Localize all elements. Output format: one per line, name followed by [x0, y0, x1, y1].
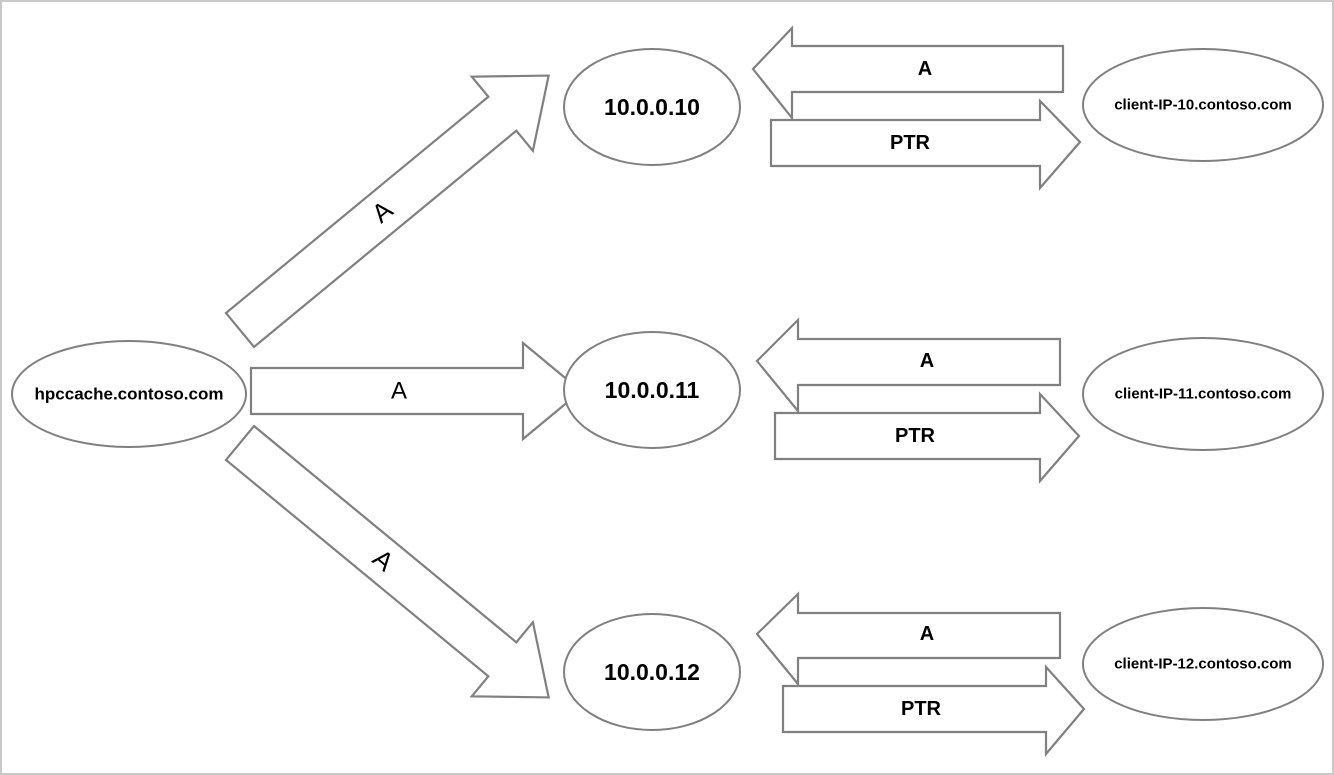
connector-ip-to-client-5[interactable]: PTR: [781, 664, 1086, 758]
client-ellipse-2: [1082, 607, 1324, 721]
node-client-0[interactable]: client-IP-10.contoso.com: [1082, 48, 1324, 162]
connector-source-to-ip-1[interactable]: A: [249, 340, 583, 442]
client-label-1: client-IP-11.contoso.com: [1115, 386, 1292, 403]
connector-ip-to-client-1[interactable]: PTR: [769, 98, 1082, 191]
arrow-shape-right-ptr-0: [769, 98, 1082, 191]
ip-label-1: 10.0.0.11: [605, 377, 700, 403]
arrow-shape-left-a-2: [755, 591, 1062, 688]
connector-label-source-to-ip-1: A: [391, 378, 407, 405]
arrow-shape-left-a-1: [755, 317, 1062, 415]
connector-label-a-0: A: [918, 58, 932, 80]
connector-label-ptr-2: PTR: [901, 698, 942, 720]
source-ellipse: [11, 340, 247, 448]
connector-ip-to-client-3[interactable]: PTR: [773, 391, 1081, 484]
arrow-shape-right-ptr-2: [781, 664, 1086, 758]
arrow-shape-up-right: [224, 74, 551, 349]
node-ip-0[interactable]: 10.0.0.10: [563, 48, 741, 166]
ip-ellipse-1: [563, 331, 741, 449]
arrow-shape-right: [249, 340, 583, 442]
connector-source-to-ip-0[interactable]: A: [209, 39, 579, 368]
node-ip-1[interactable]: 10.0.0.11: [563, 331, 741, 449]
node-client-2[interactable]: client-IP-12.contoso.com: [1082, 607, 1324, 721]
connector-source-to-ip-2[interactable]: A: [209, 406, 579, 735]
connector-label-ptr-0: PTR: [890, 132, 931, 154]
arrow-shape-right-ptr-1: [773, 391, 1081, 484]
connector-label-a-1: A: [920, 350, 934, 372]
node-client-1[interactable]: client-IP-11.contoso.com: [1082, 337, 1324, 451]
client-ellipse-1: [1082, 337, 1324, 451]
connector-label-ptr-1: PTR: [895, 425, 936, 447]
arrow-shape-down-right: [224, 424, 551, 699]
connector-ip-to-client-2[interactable]: A: [755, 317, 1062, 415]
node-ip-2[interactable]: 10.0.0.12: [563, 613, 741, 731]
ip-label-0: 10.0.0.10: [604, 94, 700, 120]
connector-label-a-2: A: [920, 623, 934, 645]
client-label-2: client-IP-12.contoso.com: [1114, 656, 1292, 673]
arrow-shape-left-a-0: [751, 25, 1065, 122]
node-source[interactable]: hpccache.contoso.com: [11, 340, 247, 448]
connector-ip-to-client-4[interactable]: A: [755, 591, 1062, 688]
connector-ip-to-client-0[interactable]: A: [751, 25, 1065, 122]
ip-ellipse-2: [563, 613, 741, 731]
ip-ellipse-0: [563, 48, 741, 166]
source-label: hpccache.contoso.com: [35, 385, 224, 404]
ip-label-2: 10.0.0.12: [604, 659, 700, 685]
client-ellipse-0: [1082, 48, 1324, 162]
client-label-0: client-IP-10.contoso.com: [1114, 97, 1292, 114]
